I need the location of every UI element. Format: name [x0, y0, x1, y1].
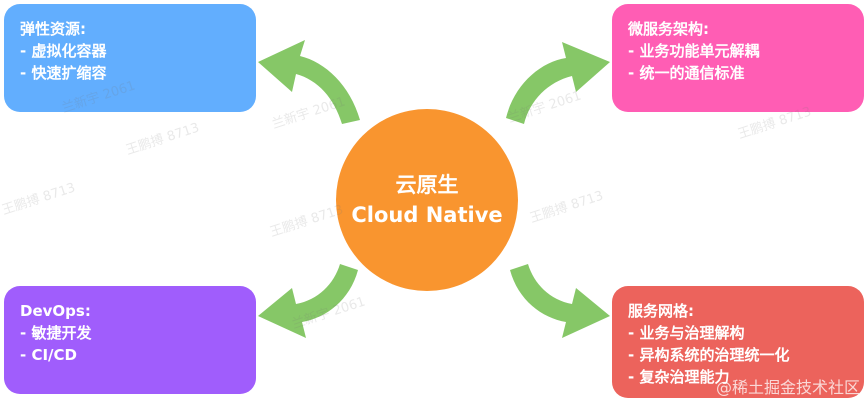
box-item: - 敏捷开发 [20, 324, 92, 342]
service-mesh-box: 服务网格: - 业务与治理解构 - 异构系统的治理统一化 - 复杂治理能力 [612, 286, 864, 398]
cloud-native-circle: 云原生 Cloud Native [336, 109, 518, 291]
box-item: - 异构系统的治理统一化 [628, 346, 790, 364]
box-title: 微服务架构: [628, 20, 709, 38]
box-item: - CI/CD [20, 346, 77, 364]
devops-box: DevOps: - 敏捷开发 - CI/CD [4, 286, 256, 394]
box-item: - 业务与治理解构 [628, 324, 745, 342]
arrow-to-top-right [506, 42, 610, 124]
footer-brand: @稀土掘金技术社区 [715, 378, 860, 397]
box-title: DevOps: [20, 302, 91, 320]
box-item: - 虚拟化容器 [20, 42, 107, 60]
elastic-resources-box: 弹性资源: - 虚拟化容器 - 快速扩缩容 [4, 4, 256, 112]
box-item: - 业务功能单元解耦 [628, 42, 760, 60]
arrow-to-bottom-right [510, 264, 610, 338]
arrow-to-bottom-left [258, 264, 358, 338]
box-item: - 快速扩缩容 [20, 64, 107, 82]
center-title-cn: 云原生 [395, 173, 459, 197]
box-item: - 统一的通信标准 [628, 64, 745, 82]
box-title: 服务网格: [628, 302, 694, 320]
box-title: 弹性资源: [20, 20, 86, 38]
microservice-architecture-box: 微服务架构: - 业务功能单元解耦 - 统一的通信标准 [612, 4, 864, 112]
box-item: - 复杂治理能力 [628, 368, 730, 386]
arrow-to-top-left [258, 40, 360, 124]
center-title-en: Cloud Native [351, 203, 503, 227]
